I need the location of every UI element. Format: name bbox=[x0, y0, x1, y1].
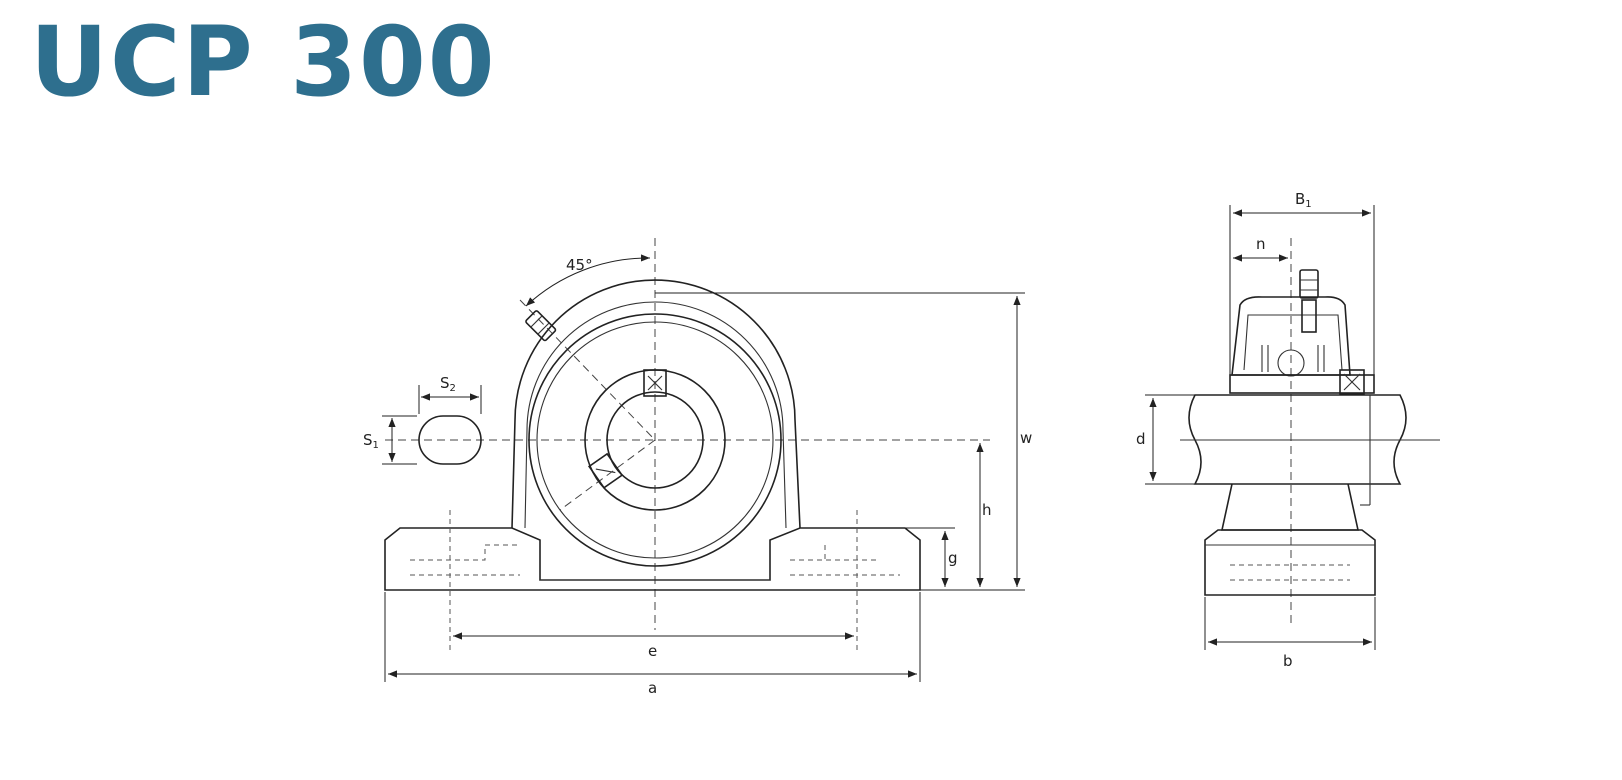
shaft bbox=[1188, 394, 1407, 485]
side-grease-nipple bbox=[1299, 269, 1319, 299]
setscrew-top bbox=[643, 369, 667, 397]
label-s2: S2 bbox=[440, 374, 456, 394]
label-a: a bbox=[648, 679, 657, 697]
side-base bbox=[1204, 529, 1376, 596]
pedestal bbox=[1221, 483, 1359, 531]
housing-top bbox=[1231, 296, 1351, 376]
housing-inner-outline bbox=[524, 301, 787, 529]
side-setscrew bbox=[1339, 369, 1365, 395]
label-w: w bbox=[1020, 429, 1032, 447]
ball bbox=[1277, 349, 1305, 377]
label-g: g bbox=[948, 549, 958, 567]
label-s1: S1 bbox=[363, 431, 379, 451]
page-title: UCP 300 bbox=[30, 6, 497, 118]
bearing-outer-ring bbox=[528, 313, 782, 567]
setscrew-lower bbox=[587, 452, 624, 489]
housing-base bbox=[384, 527, 921, 591]
label-angle: 45° bbox=[566, 256, 593, 274]
bearing-seal-ring bbox=[536, 321, 774, 559]
setscrew-axis-line bbox=[559, 439, 656, 511]
grease-nipple bbox=[525, 310, 557, 342]
label-b1: B1 bbox=[1295, 190, 1312, 210]
label-b: b bbox=[1283, 652, 1293, 670]
label-n: n bbox=[1256, 235, 1266, 253]
front-view: 45° S2 S1 w h g e a bbox=[363, 238, 1032, 697]
collar-band bbox=[1229, 374, 1375, 394]
dim-angle-45 bbox=[525, 254, 651, 307]
grease-axis-line bbox=[519, 299, 656, 441]
label-h: h bbox=[982, 501, 992, 519]
label-d: d bbox=[1136, 430, 1146, 448]
housing-outline bbox=[511, 279, 801, 529]
side-view: B1 n d b bbox=[1136, 190, 1440, 670]
label-e: e bbox=[648, 642, 657, 660]
shaft-bore bbox=[606, 391, 704, 489]
mounting-slot bbox=[418, 415, 482, 465]
